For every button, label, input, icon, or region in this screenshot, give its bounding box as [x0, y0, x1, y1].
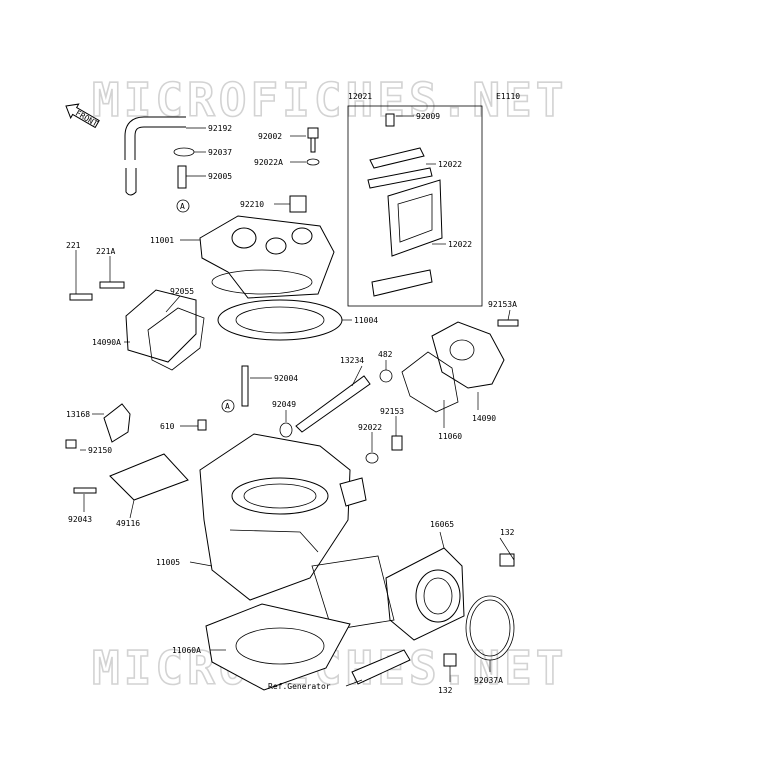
callout-ref-generator: Ref.Generator — [268, 682, 331, 691]
callout-92037: 92037 — [208, 148, 232, 157]
hose-fitting — [177, 165, 187, 189]
callout-221a: 221A — [96, 247, 115, 256]
callout-11060: 11060 — [438, 432, 462, 441]
callout-13168: 13168 — [66, 410, 90, 419]
cylinder-11005 — [199, 433, 367, 601]
ref-generator-plate — [351, 649, 411, 685]
callout-14090: 14090 — [472, 414, 496, 423]
callout-132-lower: 132 — [438, 686, 453, 695]
callout-92022a: 92022A — [254, 158, 283, 167]
callout-11005: 11005 — [156, 558, 180, 567]
head-gasket — [217, 299, 343, 341]
gasket-11060 — [401, 351, 459, 413]
gasket-92055 — [147, 307, 205, 371]
callout-92210: 92210 — [240, 200, 264, 209]
callout-13234: 13234 — [340, 356, 364, 365]
callout-92037a: 92037A — [474, 676, 503, 685]
callout-11001: 11001 — [150, 236, 174, 245]
cylinder-head — [199, 215, 335, 299]
diagram-code: E1110 — [496, 92, 520, 101]
callout-92150: 92150 — [88, 446, 112, 455]
callout-12021: 12021 — [348, 92, 372, 101]
bolt-221 — [69, 293, 93, 301]
callout-92043: 92043 — [68, 515, 92, 524]
reed-valve-group-frame — [347, 105, 483, 307]
reed-gasket — [371, 269, 433, 297]
circlip-482 — [379, 369, 393, 383]
callout-12022-lower: 12022 — [448, 240, 472, 249]
screw-92009 — [385, 113, 395, 127]
callout-12022-upper: 12022 — [438, 160, 462, 169]
bolt-92153a — [497, 319, 519, 327]
shaft-13234 — [295, 375, 371, 433]
callout-92055: 92055 — [170, 287, 194, 296]
bolt-221a — [99, 281, 125, 289]
reed-stopper — [369, 147, 425, 169]
washer-92049 — [279, 422, 293, 438]
bracket-13168 — [103, 403, 131, 443]
callout-610: 610 — [160, 422, 175, 431]
callout-16065: 16065 — [430, 520, 454, 529]
callout-92004: 92004 — [274, 374, 298, 383]
intake-manifold — [385, 547, 465, 641]
callout-labels: 92192 92037 92005 A 92002 92022A 92210 1… — [66, 92, 517, 695]
callout-92153: 92153 — [380, 407, 404, 416]
callout-132-upper: 132 — [500, 528, 515, 537]
ref-circle-a-top — [176, 199, 190, 213]
cover-14090a — [125, 289, 197, 363]
cover-14090 — [431, 321, 505, 389]
base-gasket-11060a — [205, 603, 351, 691]
bolt-132-upper — [499, 553, 515, 567]
callout-92192: 92192 — [208, 124, 232, 133]
callout-49116: 49116 — [116, 519, 140, 528]
coolant-hose — [124, 116, 186, 196]
leader-lines — [75, 115, 515, 687]
plate-49116 — [109, 453, 189, 501]
callout-92002: 92002 — [258, 132, 282, 141]
callout-92022: 92022 — [358, 423, 382, 432]
bolt-92153 — [391, 435, 403, 451]
washer-92022a — [306, 158, 320, 166]
stud-92004 — [241, 365, 249, 407]
ref-circle-a-mid — [221, 399, 235, 413]
callout-11004: 11004 — [354, 316, 378, 325]
bolt-132-lower — [443, 653, 457, 667]
reed-valve-body — [387, 179, 443, 257]
callout-92049: 92049 — [272, 400, 296, 409]
callout-92005: 92005 — [208, 172, 232, 181]
callout-221: 221 — [66, 241, 81, 250]
callout-92009: 92009 — [416, 112, 440, 121]
dowel-610 — [197, 419, 207, 431]
pin-92043 — [73, 487, 97, 494]
hose-clamp — [173, 147, 195, 157]
callout-482: 482 — [378, 350, 393, 359]
callout-11060a: 11060A — [172, 646, 201, 655]
nut-92210 — [289, 195, 307, 213]
callout-14090a: 14090A — [92, 338, 121, 347]
callout-a-mid: A — [225, 402, 230, 411]
intake-spacer — [311, 555, 395, 631]
bolt-92150 — [65, 439, 77, 449]
callout-92153a: 92153A — [488, 300, 517, 309]
washer-92022 — [365, 452, 379, 464]
callout-a-top: A — [180, 202, 185, 211]
bolt-92002 — [307, 127, 319, 139]
